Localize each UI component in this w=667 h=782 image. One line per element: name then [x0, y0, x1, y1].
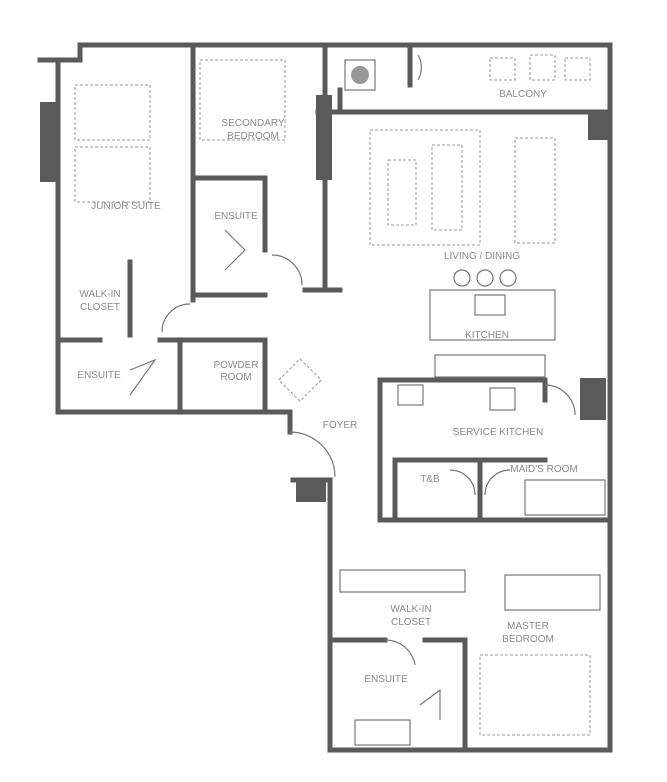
label-balcony: BALCONY — [499, 89, 547, 100]
label-walk-in-closet-master: WALK-IN — [390, 604, 431, 615]
label-master-bedroom-2: BEDROOM — [502, 634, 554, 645]
label-junior-suite: JUNIOR SUITE — [91, 201, 161, 212]
label-living-dining: LIVING / DINING — [444, 251, 520, 262]
label-secondary-bedroom: SECONDARY — [221, 118, 284, 129]
doors — [129, 54, 576, 720]
label-walk-in-closet-junior-2: CLOSET — [80, 302, 120, 313]
label-tnb: T&B — [420, 474, 440, 485]
label-secondary-bedroom-2: BEDROOM — [227, 131, 279, 142]
label-ensuite-junior: ENSUITE — [77, 370, 121, 381]
label-ensuite-master: ENSUITE — [364, 674, 408, 685]
room-labels: JUNIOR SUITE SECONDARY BEDROOM ENSUITE W… — [77, 89, 577, 685]
label-kitchen: KITCHEN — [465, 330, 509, 341]
label-powder-room-2: ROOM — [220, 372, 251, 383]
columns — [40, 95, 608, 502]
furniture — [74, 54, 606, 746]
label-service-kitchen: SERVICE KITCHEN — [453, 427, 543, 438]
label-maids-room: MAID'S ROOM — [510, 464, 577, 475]
label-ensuite-secondary: ENSUITE — [214, 211, 258, 222]
label-powder-room: POWDER — [214, 360, 259, 371]
label-foyer: FOYER — [323, 420, 357, 431]
label-master-bedroom: MASTER — [507, 621, 549, 632]
label-walk-in-closet-master-2: CLOSET — [391, 617, 431, 628]
label-walk-in-closet-junior: WALK-IN — [79, 289, 120, 300]
